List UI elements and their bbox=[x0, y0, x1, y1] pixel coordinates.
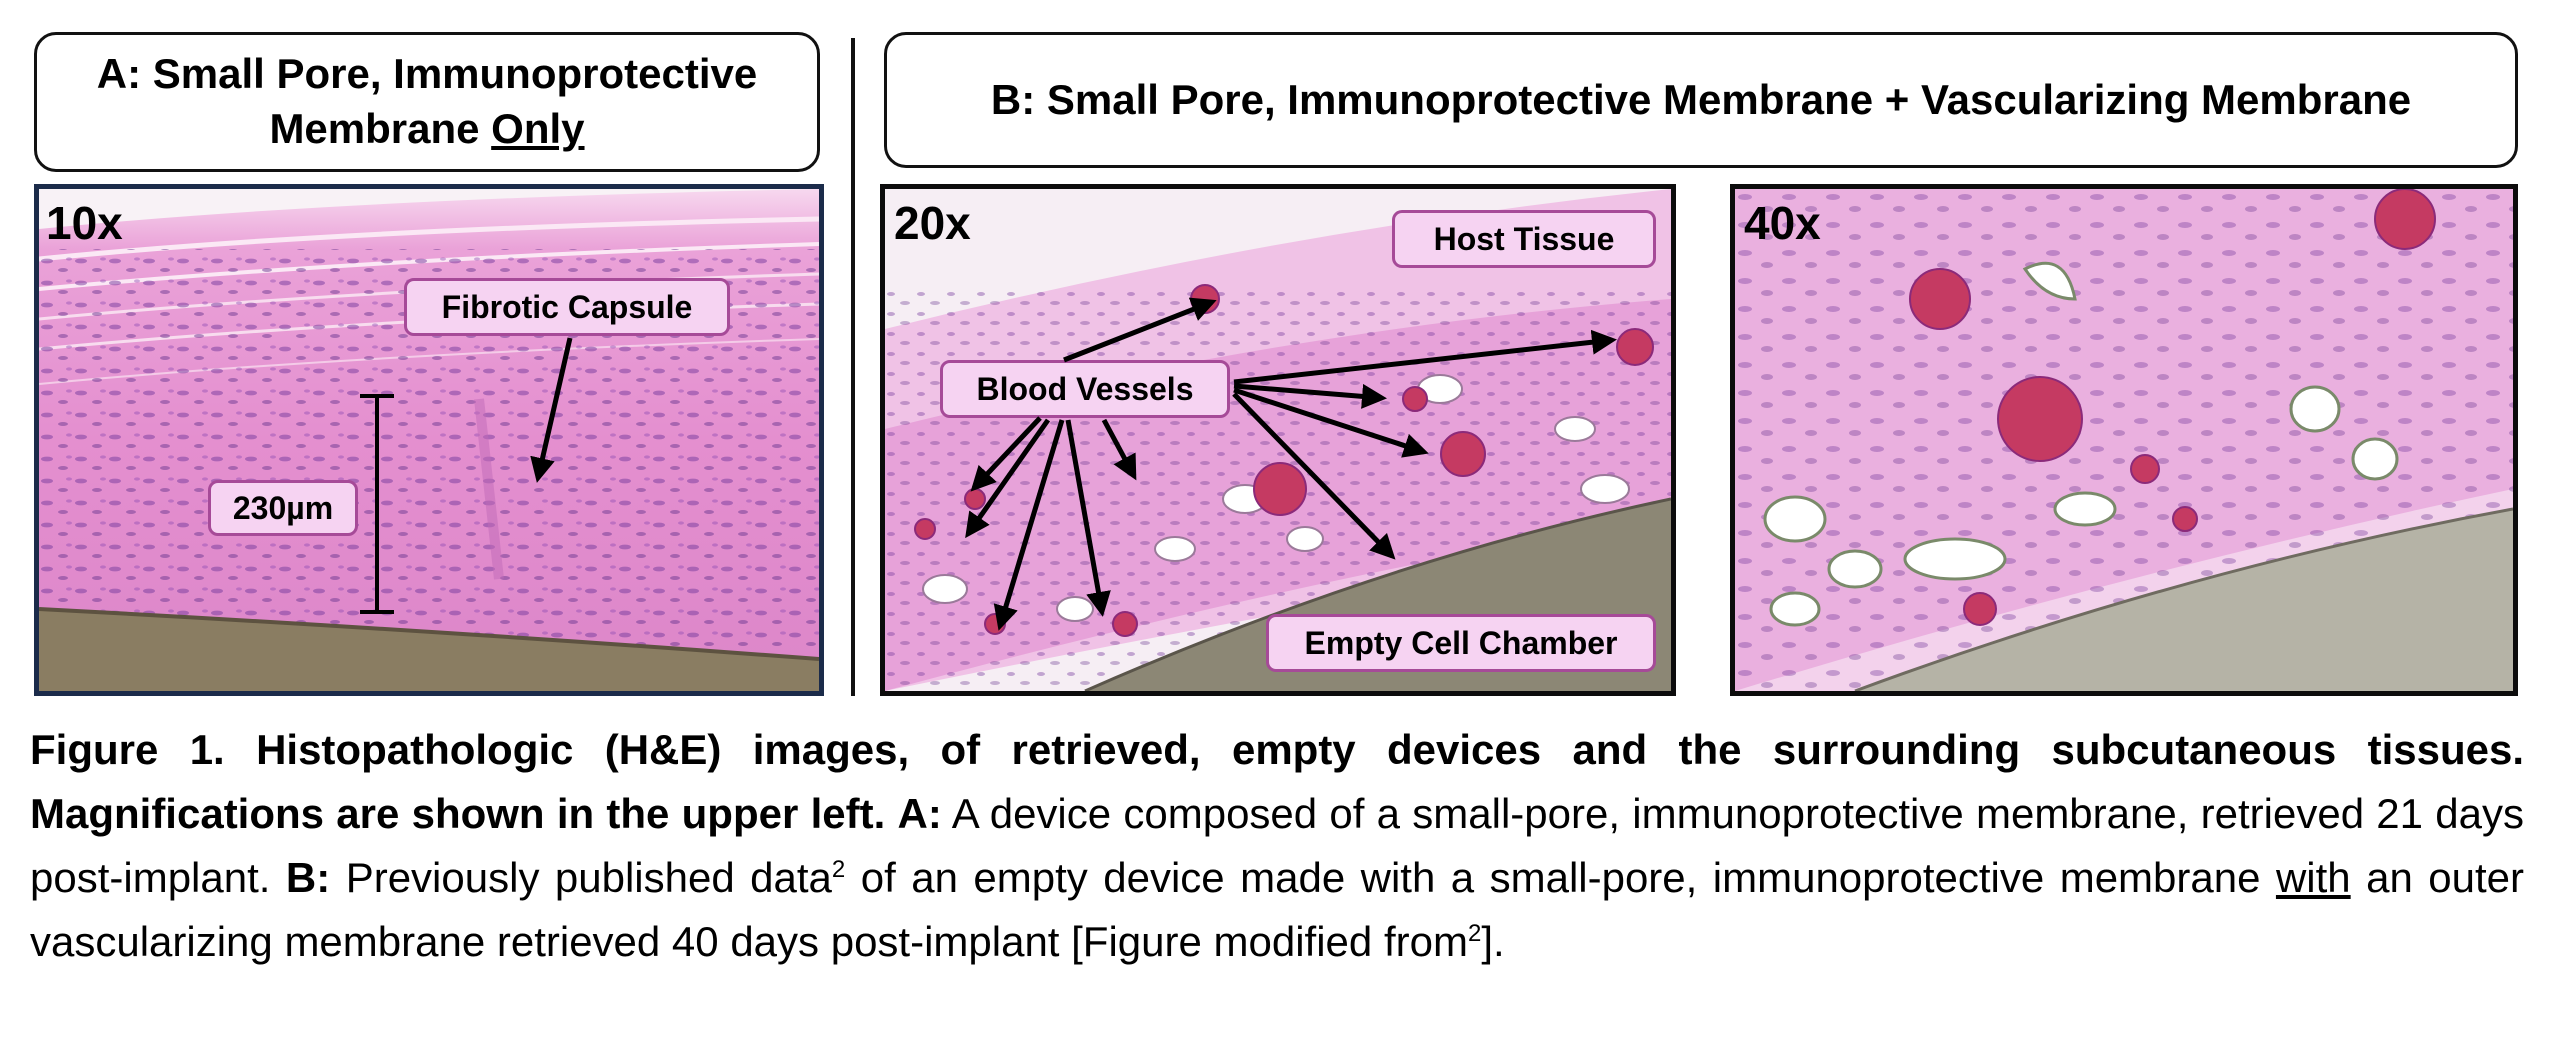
panel-b-image-40x bbox=[1730, 184, 2518, 696]
caption-a-text: A device composed of a small-pore, immun… bbox=[30, 790, 2524, 901]
panel-a-header: A: Small Pore, Immunoprotective Membrane… bbox=[34, 32, 820, 172]
panel-b-40x-histology bbox=[1735, 189, 2513, 691]
caption-b-text-2: of an empty device made with a small-por… bbox=[860, 854, 2261, 901]
figure-caption: Figure 1. Histopathologic (H&E) images, … bbox=[30, 718, 2524, 974]
panel-b-header-text: B: Small Pore, Immunoprotective Membrane… bbox=[990, 75, 2412, 123]
panel-a-image bbox=[34, 184, 824, 696]
label-host-tissue: Host Tissue bbox=[1392, 210, 1656, 268]
caption-b-text-1: Previously published data bbox=[345, 854, 832, 901]
caption-ref-2: 2 bbox=[1467, 920, 1482, 947]
caption-b-key: B: bbox=[285, 854, 331, 901]
caption-a-key: A: bbox=[897, 790, 942, 837]
label-blood-vessels: Blood Vessels bbox=[940, 360, 1230, 418]
caption-b-underlined: with bbox=[2275, 854, 2351, 901]
panel-b-20x-magnification: 20x bbox=[894, 197, 971, 249]
label-fibrotic-capsule: Fibrotic Capsule bbox=[404, 278, 730, 336]
caption-b-text-end: ]. bbox=[1481, 918, 1505, 965]
panel-a-histology bbox=[39, 189, 819, 691]
panel-a-header-line2-prefix: Membrane bbox=[269, 105, 492, 152]
label-scale-230um: 230µm bbox=[208, 480, 358, 536]
caption-bold-lead: Figure 1. Histopathologic (H&E) images, … bbox=[30, 726, 2524, 837]
label-empty-cell-chamber: Empty Cell Chamber bbox=[1266, 614, 1656, 672]
caption-b-text-3: an outer vascularizing membrane retrieve… bbox=[30, 854, 2525, 965]
caption-ref-1: 2 bbox=[831, 856, 846, 883]
panel-a-magnification: 10x bbox=[46, 197, 123, 249]
panel-a-header-line1: A: Small Pore, Immunoprotective bbox=[96, 50, 758, 98]
panel-b-header: B: Small Pore, Immunoprotective Membrane… bbox=[884, 32, 2518, 168]
panel-b-40x-magnification: 40x bbox=[1744, 197, 1821, 249]
panel-divider bbox=[851, 38, 855, 696]
panel-a-header-underlined: Only bbox=[491, 105, 585, 152]
